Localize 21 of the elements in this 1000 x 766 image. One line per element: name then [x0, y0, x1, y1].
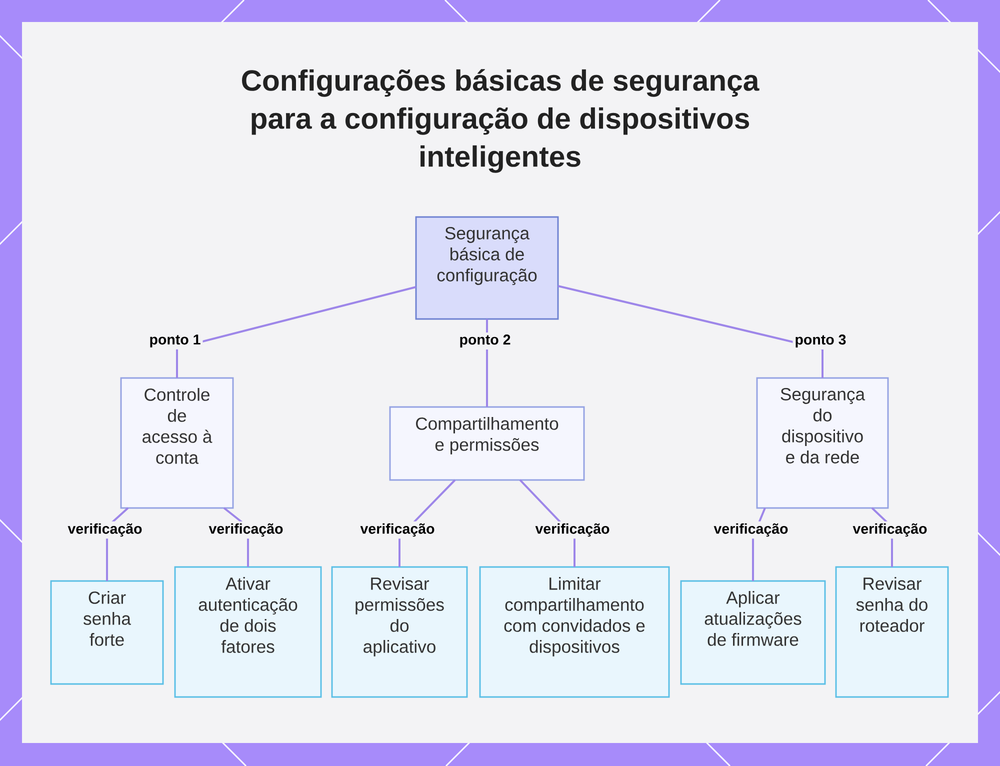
- process-box: Aplicar atualizações de firmware: [680, 580, 826, 685]
- title: Configurações básicas de segurança para a configuração de dispositivos inteligentes: [242, 69, 760, 173]
- edge-label: verificação: [206, 521, 286, 539]
- edge-label: verificação: [66, 521, 144, 539]
- process-box: Revisar senha do roteador: [835, 566, 949, 698]
- process-box: Limitar compartilhamento com convidados e dispositivos: [479, 566, 670, 698]
- process-box: Segurança básica de configuração: [415, 216, 559, 320]
- process-box: Ativar autenticação de dois fatores: [174, 566, 322, 698]
- edge-label: ponto 1: [147, 332, 203, 350]
- process-box: Controle de acesso à conta: [120, 377, 234, 509]
- process-box: Segurança do dispositivo e da rede: [756, 377, 889, 509]
- process-box: Revisar permissões do aplicativo: [331, 566, 468, 698]
- edge-label: verificação: [533, 521, 612, 539]
- connector-line: [176, 286, 416, 378]
- process-box: Compartilhamento e permissões: [389, 406, 585, 481]
- edge-label: verificação: [712, 521, 790, 539]
- edge-label: ponto 3: [792, 332, 848, 350]
- edge-label: verificação: [358, 521, 437, 539]
- edge-label: verificação: [850, 521, 930, 539]
- process-box: Criar senha forte: [50, 580, 164, 685]
- connector-line: [558, 285, 824, 378]
